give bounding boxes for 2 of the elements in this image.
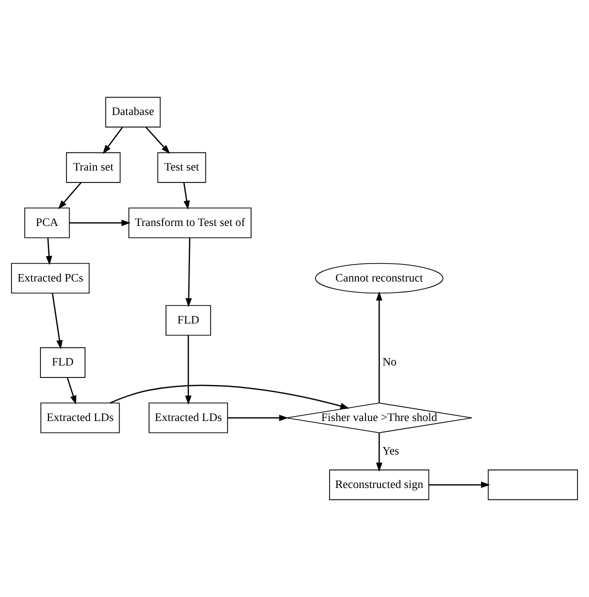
edge-label: No [382,356,397,369]
edge-label: Yes [382,444,400,458]
